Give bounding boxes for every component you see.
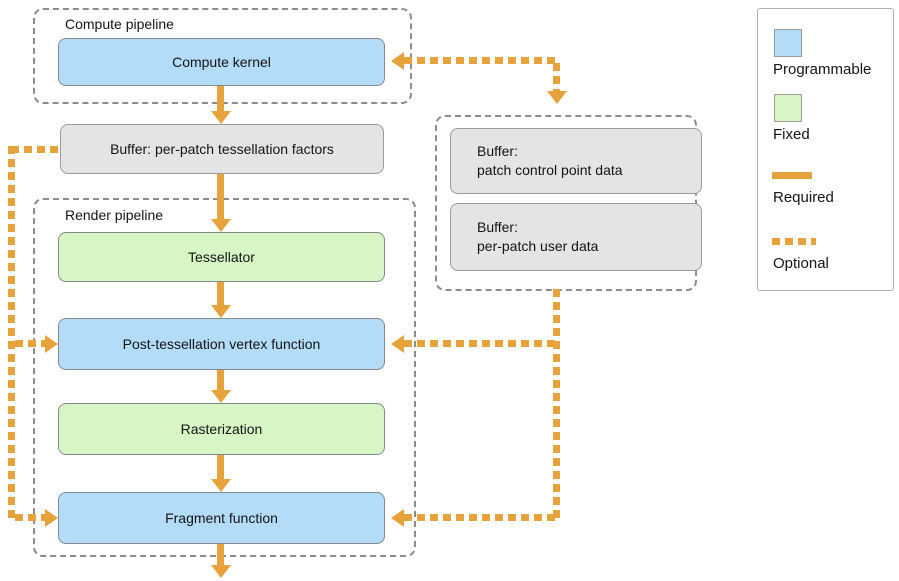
arrow-kernel-to-factors-shaft bbox=[217, 84, 224, 111]
per-patch-user-buffer-node: Buffer: per-patch user data bbox=[450, 203, 702, 271]
patch-control-buffer-node: Buffer: patch control point data bbox=[450, 128, 702, 194]
required-line-icon bbox=[772, 172, 812, 179]
arrow-fragment-output-head bbox=[211, 565, 231, 578]
arrow-fragment-output-shaft bbox=[217, 542, 224, 565]
patch-control-buffer-line2: patch control point data bbox=[477, 162, 623, 178]
compute-kernel-node: Compute kernel bbox=[58, 38, 385, 86]
arrow-tessellator-to-postvertex-head bbox=[211, 305, 231, 318]
arrow-kernel-to-factors-head bbox=[211, 111, 231, 124]
legend: Programmable Fixed Required Optional bbox=[757, 8, 894, 291]
rasterization-node: Rasterization bbox=[58, 403, 385, 455]
programmable-swatch-icon bbox=[774, 29, 802, 57]
post-tessellation-vertex-label: Post-tessellation vertex function bbox=[122, 335, 321, 352]
arrow-rasterization-to-fragment-head bbox=[211, 479, 231, 492]
render-pipeline-group: Render pipeline bbox=[33, 198, 416, 557]
render-pipeline-group-label: Render pipeline bbox=[65, 207, 164, 223]
optional-link-buffers-to-fragment-arrowhead bbox=[391, 509, 404, 527]
optional-link-factors-to-fragment-arrowhead bbox=[45, 509, 58, 527]
patch-control-buffer-line1: Buffer: bbox=[477, 143, 518, 159]
optional-link-kernel-to-buffers-arrowhead bbox=[547, 91, 567, 104]
legend-label-required: Required bbox=[773, 189, 834, 206]
arrow-factors-to-tessellator-shaft bbox=[217, 172, 224, 219]
fixed-swatch-icon bbox=[774, 94, 802, 122]
optional-link-factors-to-fragment-horizontal bbox=[15, 514, 45, 521]
legend-label-fixed: Fixed bbox=[773, 126, 810, 143]
compute-pipeline-group-label: Compute pipeline bbox=[65, 16, 174, 32]
optional-link-buffers-to-postvertex-horizontal bbox=[404, 340, 560, 347]
arrow-rasterization-to-fragment-shaft bbox=[217, 453, 224, 479]
optional-link-factors-to-postvertex-horizontal bbox=[15, 340, 45, 347]
optional-link-factors-left-horizontal bbox=[11, 146, 60, 153]
optional-line-icon bbox=[772, 238, 816, 245]
optional-link-buffers-to-postvertex-arrowhead bbox=[391, 335, 404, 353]
tess-factors-buffer-node: Buffer: per-patch tessellation factors bbox=[60, 124, 384, 174]
fragment-function-node: Fragment function bbox=[58, 492, 385, 544]
fragment-function-label: Fragment function bbox=[165, 509, 278, 526]
arrow-postvertex-to-rasterization-shaft bbox=[217, 368, 224, 390]
rasterization-label: Rasterization bbox=[180, 420, 263, 437]
optional-link-kernel-to-buffers-vertical bbox=[553, 63, 560, 91]
arrow-postvertex-to-rasterization-head bbox=[211, 390, 231, 403]
optional-link-buffers-to-fragment-horizontal bbox=[404, 514, 560, 521]
arrow-factors-to-tessellator-head bbox=[211, 219, 231, 232]
legend-label-programmable: Programmable bbox=[773, 61, 872, 78]
legend-label-optional: Optional bbox=[773, 255, 829, 272]
optional-link-buffers-to-kernel-horizontal bbox=[404, 57, 560, 64]
tessellator-node: Tessellator bbox=[58, 232, 385, 282]
post-tessellation-vertex-node: Post-tessellation vertex function bbox=[58, 318, 385, 370]
optional-link-buffers-right-vertical bbox=[553, 289, 560, 521]
tessellator-label: Tessellator bbox=[188, 248, 255, 265]
compute-kernel-label: Compute kernel bbox=[172, 53, 271, 70]
optional-link-buffers-to-kernel-arrowhead bbox=[391, 52, 404, 70]
tess-factors-buffer-label: Buffer: per-patch tessellation factors bbox=[110, 140, 334, 157]
per-patch-user-buffer-line1: Buffer: bbox=[477, 219, 518, 235]
arrow-tessellator-to-postvertex-shaft bbox=[217, 280, 224, 305]
optional-link-factors-to-postvertex-arrowhead bbox=[45, 335, 58, 353]
optional-link-factors-left-vertical bbox=[8, 146, 15, 521]
per-patch-user-buffer-line2: per-patch user data bbox=[477, 238, 599, 254]
